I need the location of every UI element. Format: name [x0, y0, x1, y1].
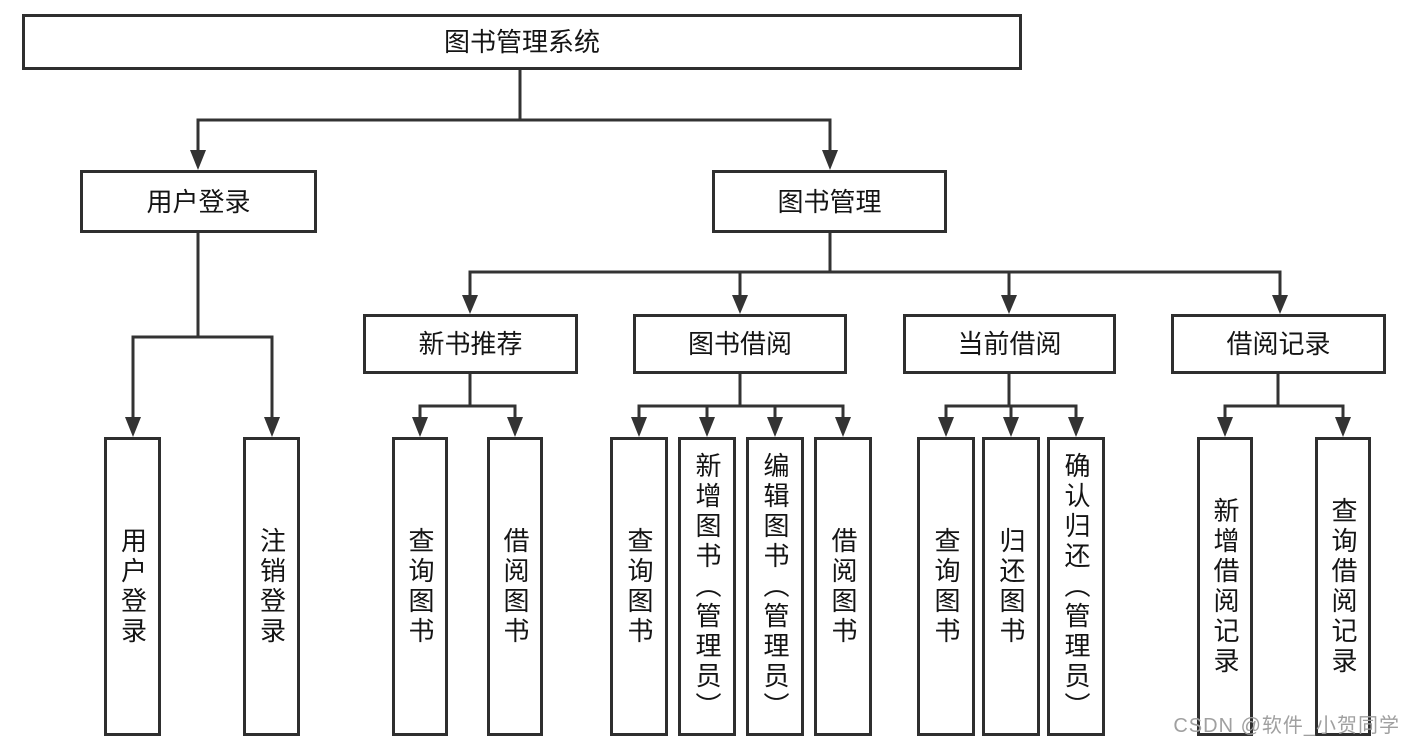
leaf-query-books-recommend: 查询图书 [392, 437, 448, 736]
arrowhead-icon [1217, 417, 1233, 437]
connector-new-book-recommend-to-leaves [412, 374, 523, 437]
leaf-return-books: 归还图书 [982, 437, 1040, 736]
arrowhead-icon [1003, 417, 1019, 437]
arrowhead-icon [125, 417, 141, 437]
leaf-query-books-borrowing: 查询图书 [610, 437, 668, 736]
arrowhead-icon [1068, 417, 1084, 437]
connector-book-borrowing-to-leaves [631, 374, 851, 437]
arrowhead-icon [835, 417, 851, 437]
node-current-borrowing: 当前借阅 [903, 314, 1116, 374]
connector-borrowing-records-to-leaves [1217, 374, 1351, 437]
leaf-add-borrow-record: 新增借阅记录 [1197, 437, 1253, 736]
node-new-book-recommend: 新书推荐 [363, 314, 578, 374]
arrowhead-icon [462, 295, 478, 314]
arrowhead-icon [631, 417, 647, 437]
arrowhead-icon [699, 417, 715, 437]
arrowhead-icon [412, 417, 428, 437]
node-book-borrowing: 图书借阅 [633, 314, 847, 374]
node-library-management-system: 图书管理系统 [22, 14, 1022, 70]
leaf-borrow-books-recommend: 借阅图书 [487, 437, 543, 736]
arrowhead-icon [1272, 295, 1288, 314]
node-borrowing-records: 借阅记录 [1171, 314, 1386, 374]
node-book-management: 图书管理 [712, 170, 947, 233]
leaf-borrow-books-borrowing: 借阅图书 [814, 437, 872, 736]
arrowhead-icon [732, 295, 748, 314]
leaf-confirm-return-admin: 确认归还（管理员） [1047, 437, 1105, 736]
arrowhead-icon [767, 417, 783, 437]
arrowhead-icon [1001, 295, 1017, 314]
leaf-query-borrow-record: 查询借阅记录 [1315, 437, 1371, 736]
arrowhead-icon [938, 417, 954, 437]
node-user-login: 用户登录 [80, 170, 317, 233]
arrowhead-icon [264, 417, 280, 437]
connector-book-management-to-level3 [462, 233, 1288, 314]
leaf-add-books-admin: 新增图书（管理员） [678, 437, 736, 736]
connector-root-to-level2 [190, 70, 838, 170]
arrowhead-icon [190, 150, 206, 170]
arrowhead-icon [1335, 417, 1351, 437]
arrowhead-icon [507, 417, 523, 437]
leaf-logout: 注销登录 [243, 437, 300, 736]
leaf-user-login: 用户登录 [104, 437, 161, 736]
csdn-watermark: CSDN @软件_小贺同学 [1173, 715, 1400, 737]
connector-user-login-to-leaves [125, 233, 280, 437]
leaf-query-books-current: 查询图书 [917, 437, 975, 736]
leaf-edit-books-admin: 编辑图书（管理员） [746, 437, 804, 736]
connector-current-borrowing-to-leaves [938, 374, 1084, 437]
arrowhead-icon [822, 150, 838, 170]
